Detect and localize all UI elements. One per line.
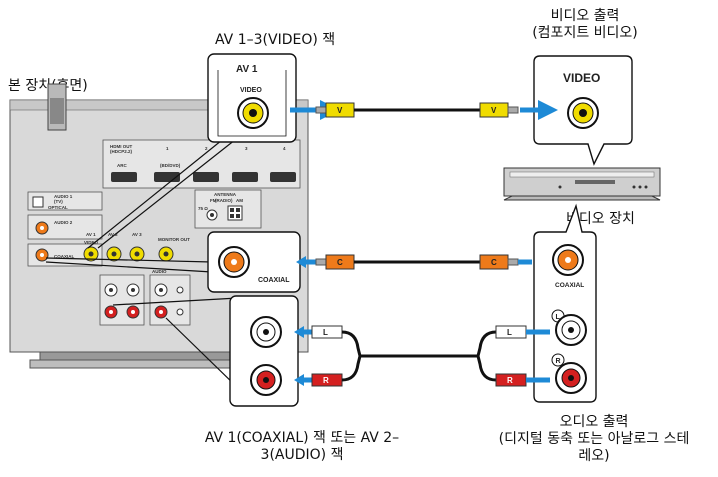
bd-dvd-text: (BD/DVD) [160, 163, 181, 168]
hdmi-4-text: 4 [283, 146, 286, 151]
coaxial-right-text: COAXIAL [555, 282, 584, 289]
video-out-label-line2: (컴포지트 비디오) [532, 25, 638, 41]
coaxial-text: COAXIAL [54, 254, 75, 259]
analog-cable: L R L R [294, 325, 550, 387]
hdmi-2-text: 2 [205, 146, 208, 151]
coaxial-left-text: COAXIAL [258, 277, 290, 284]
audio-jack-label: AV 1(COAXIAL) 잭 또는 AV 2– 3(AUDIO) 잭 [192, 430, 412, 464]
audio2-text: AUDIO 2 [54, 220, 73, 225]
audio-out-label-line2: (디지털 동축 또는 아날로그 스테 [498, 431, 690, 447]
tv-text: (TV) [54, 199, 63, 204]
hdmi-out-sub-text: (HDCP2.2) [110, 149, 133, 154]
hdmi-3-text: 3 [245, 146, 248, 151]
coax-cable-tag-right: C [491, 258, 497, 267]
audio-out-label: 오디오 출력 (디지털 동축 또는 아날로그 스테 레오) [470, 414, 718, 465]
av1-top-text: AV 1 [236, 64, 258, 75]
video-out-label-line1: 비디오 출력 [550, 8, 620, 24]
antenna-text: ANTENNA [214, 192, 237, 197]
av1-video-callout: AV 1 VIDEO [207, 53, 297, 143]
audio-text: AUDIO [152, 269, 167, 274]
video-text: VIDEO [84, 240, 99, 245]
analog-left-callout [229, 295, 299, 407]
video-right-text: VIDEO [563, 71, 600, 85]
hdmi-out-text: HDMI OUT [110, 144, 132, 149]
audio-out-label-line3: 레오) [578, 448, 610, 464]
radio-text: (RADIO) [215, 198, 233, 203]
av3-text: AV 3 [132, 232, 142, 237]
video-out-callout: VIDEO [533, 55, 633, 166]
coax-cable-tag-left: C [337, 258, 343, 267]
video-left-text: VIDEO [240, 87, 262, 94]
audio-out-callout: COAXIAL L R [533, 203, 597, 403]
analog-l-tag-left: L [323, 328, 328, 337]
analog-r-tag-right: R [507, 376, 513, 385]
l-mark-text: L [556, 314, 561, 321]
video-cable: V V [290, 100, 558, 120]
monitor-out-text: MONITOR OUT [158, 237, 190, 242]
av2-text: AV 2 [108, 232, 118, 237]
analog-l-tag-right: L [507, 328, 512, 337]
am-text: AM [236, 198, 243, 203]
video-device-label: 비디오 장치 [566, 211, 635, 227]
audio-jack-label-line1: AV 1(COAXIAL) 잭 또는 AV 2– [204, 430, 400, 446]
video-out-label: 비디오 출력 (컴포지트 비디오) [510, 8, 660, 42]
coaxial-left-callout: COAXIAL [207, 231, 301, 293]
video-cable-tag-right: V [491, 106, 497, 115]
fm-text: FM [210, 198, 217, 203]
analog-r-tag-left: R [323, 376, 329, 385]
seventyfive-text: 75 Ω [198, 206, 208, 211]
audio1-text: AUDIO 1 [54, 194, 73, 199]
audio-jack-label-line2: 3(AUDIO) 잭 [260, 447, 344, 463]
av13-video-jack-label: AV 1–3(VIDEO) 잭 [215, 32, 336, 48]
hdmi-1-text: 1 [166, 146, 169, 151]
callout-lines [45, 131, 246, 389]
r-mark-text: R [556, 358, 561, 365]
av1-text: AV 1 [86, 232, 96, 237]
video-device-player [503, 167, 661, 201]
arc-text: ARC [117, 163, 127, 168]
optical-text: OPTICAL [48, 205, 68, 210]
audio-out-label-line1: 오디오 출력 [559, 414, 629, 430]
coaxial-cable: C C [296, 254, 532, 270]
video-cable-tag-left: V [337, 106, 343, 115]
